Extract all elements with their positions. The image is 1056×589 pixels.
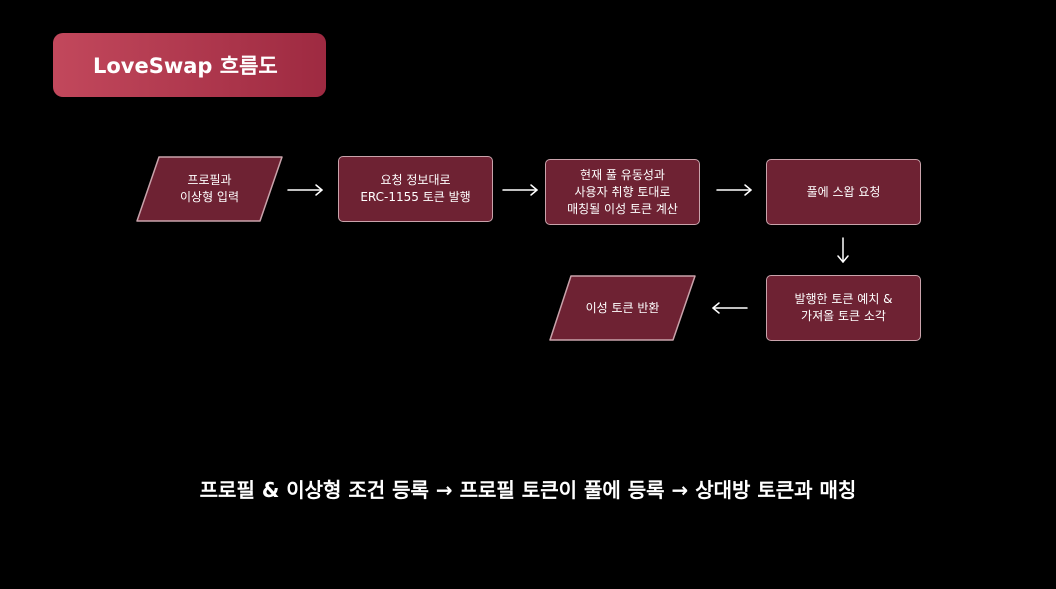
node-profile-input-label: 프로필과 이상형 입력: [179, 173, 239, 204]
node-swap-request-label: 풀에 스왑 요청: [806, 184, 881, 199]
arrow-down: [837, 237, 849, 263]
output-parallelogram-shape: [549, 275, 696, 341]
node-profile-input: 프로필과 이상형 입력: [137, 157, 282, 221]
node-mint-tokens: 요청 정보대로 ERC-1155 토큰 발행: [338, 156, 493, 222]
node-return-token-label: 이성 토큰 반환: [585, 300, 660, 315]
node-deposit-burn: 발행한 토큰 예치 & 가져올 토큰 소각: [766, 275, 921, 341]
node-mint-tokens-label: 요청 정보대로 ERC-1155 토큰 발행: [360, 173, 471, 204]
flow-arrows: [287, 184, 849, 314]
node-return-token: 이성 토큰 반환: [550, 276, 695, 340]
node-swap-request: 풀에 스왑 요청: [766, 159, 921, 225]
node-compute-match: 현재 풀 유동성과 사용자 취향 토대로 매칭될 이성 토큰 계산: [545, 159, 700, 225]
flow-summary: 프로필 & 이상형 조건 등록 → 프로필 토큰이 풀에 등록 → 상대방 토큰…: [199, 478, 857, 502]
arrow-left: [712, 302, 748, 314]
input-parallelogram-shape: [136, 156, 283, 222]
arrow-right-1: [287, 184, 323, 196]
diagram-title: LoveSwap 흐름도: [53, 33, 326, 97]
node-compute-match-label: 현재 풀 유동성과 사용자 취향 토대로 매칭될 이성 토큰 계산: [567, 167, 678, 216]
arrow-right-3: [716, 184, 752, 196]
arrow-right-2: [502, 184, 538, 196]
node-deposit-burn-label: 발행한 토큰 예치 & 가져올 토큰 소각: [794, 292, 893, 323]
